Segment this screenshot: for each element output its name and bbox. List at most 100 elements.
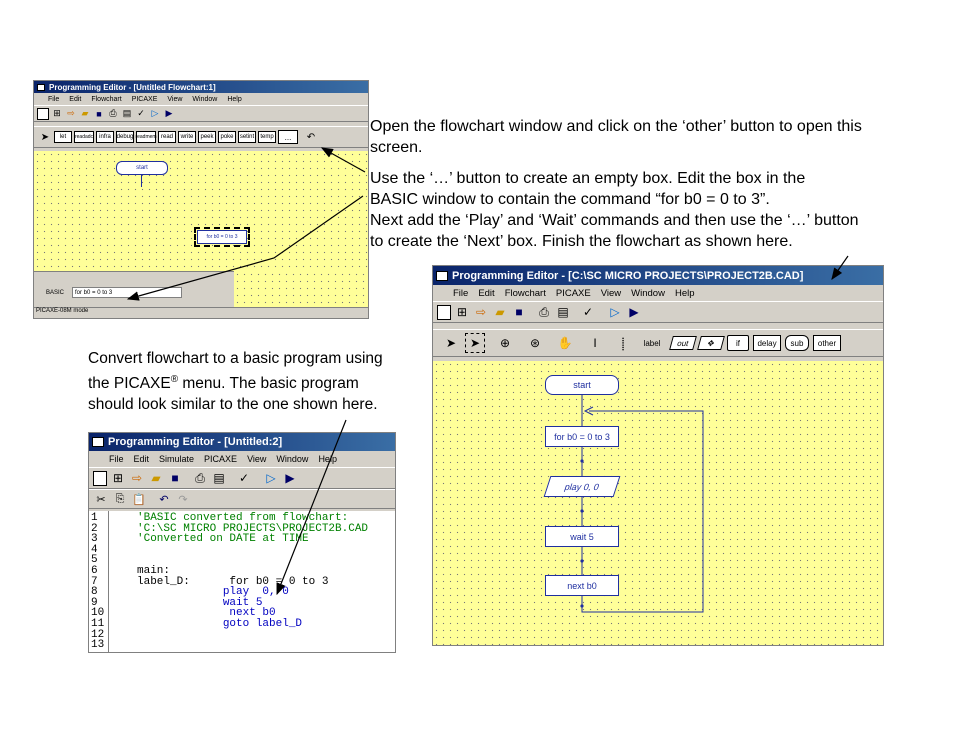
menu-help[interactable]: Help <box>227 95 242 103</box>
cut-icon[interactable]: ✂ <box>96 493 106 506</box>
menu-window[interactable]: Window <box>631 287 665 299</box>
flow-for-box[interactable]: for b0 = 0 to 3 <box>194 227 250 247</box>
pointer-icon[interactable]: ➤ <box>445 336 457 350</box>
open-icon[interactable]: ▰ <box>81 108 89 118</box>
flowchart-icon[interactable]: ⊞ <box>53 108 61 118</box>
flow-play-box[interactable]: play 0, 0 <box>543 476 621 497</box>
flow-for-box[interactable]: for b0 = 0 to 3 <box>545 426 619 447</box>
flowchart-icon[interactable]: ⊞ <box>112 471 124 485</box>
spellcheck-icon[interactable]: ✓ <box>238 471 250 485</box>
cmd-debug[interactable]: debug <box>116 131 134 143</box>
scrollbar[interactable] <box>34 271 234 279</box>
open-flowchart-icon[interactable]: ⇨ <box>131 471 143 485</box>
code-line[interactable]: 10 next b0 <box>89 608 276 619</box>
copy-icon[interactable]: ⎘ <box>115 492 125 505</box>
menu-file[interactable]: File <box>453 287 469 299</box>
cmd-peek[interactable]: peek <box>198 131 216 143</box>
cmd-readadc[interactable]: readadc <box>74 131 94 143</box>
run-icon[interactable]: ▷ <box>151 108 159 118</box>
menu-view[interactable]: View <box>167 95 183 103</box>
cmd-temp[interactable]: temp <box>258 131 276 143</box>
cmd-sub[interactable]: sub <box>785 335 809 351</box>
text-cursor-icon[interactable]: I <box>593 336 597 350</box>
cmd-write[interactable]: write <box>178 131 196 143</box>
pointer-icon[interactable]: ➤ <box>40 131 50 143</box>
paste-icon[interactable]: 📋 <box>132 493 146 506</box>
menu-flowchart[interactable]: Flowchart <box>91 95 122 103</box>
print-icon[interactable]: ⎙ <box>539 304 549 319</box>
redo-icon[interactable]: ↷ <box>178 493 188 506</box>
new-icon[interactable] <box>437 304 451 320</box>
zoom-icon[interactable]: ⊕ <box>499 336 511 350</box>
open-icon[interactable]: ▰ <box>151 471 161 485</box>
print-icon[interactable]: ⎙ <box>195 470 205 485</box>
code-line[interactable]: 12 <box>89 629 137 641</box>
menu-edit[interactable]: Edit <box>478 287 495 299</box>
open-flowchart-icon[interactable]: ⇨ <box>475 305 487 319</box>
cmd-read[interactable]: read <box>158 131 176 143</box>
zoom-region-icon[interactable]: ⊛ <box>529 336 541 350</box>
menu-window[interactable]: Window <box>276 454 309 464</box>
flowchart-icon[interactable]: ⊞ <box>456 305 468 319</box>
menu-flowchart[interactable]: Flowchart <box>504 287 546 299</box>
flowchart-canvas[interactable]: start for b0 = 0 to 3 play 0, 0 wait 5 n… <box>433 361 883 645</box>
cmd-let[interactable]: let <box>54 131 72 143</box>
cmd-ellipsis[interactable]: ... <box>278 130 298 144</box>
select-icon[interactable]: ➤ <box>465 333 485 353</box>
spellcheck-icon[interactable]: ✓ <box>137 108 145 118</box>
line-icon[interactable]: ⸽ <box>621 336 625 351</box>
options-icon[interactable]: ▤ <box>557 305 569 319</box>
options-icon[interactable]: ▤ <box>213 471 225 485</box>
play-icon[interactable]: ▶ <box>165 108 173 118</box>
new-icon[interactable] <box>93 470 107 486</box>
menu-picaxe[interactable]: PICAXE <box>131 95 158 103</box>
run-icon[interactable]: ▷ <box>610 305 620 319</box>
basic-input[interactable]: for b0 = 0 to 3 <box>72 287 183 298</box>
save-icon[interactable]: ■ <box>515 305 523 319</box>
options-icon[interactable]: ▤ <box>122 108 132 118</box>
print-icon[interactable]: ⎙ <box>109 108 117 118</box>
flow-wait-box[interactable]: wait 5 <box>545 526 619 547</box>
cmd-setint[interactable]: setint <box>238 131 256 143</box>
menu-picaxe[interactable]: PICAXE <box>204 454 238 464</box>
cmd-readmem[interactable]: readmem <box>135 131 157 143</box>
menu-help[interactable]: Help <box>318 454 337 464</box>
cmd-delay[interactable]: delay <box>753 335 781 351</box>
code-editor[interactable]: 1'BASIC converted from flowchart:2'C:\SC… <box>89 511 395 652</box>
flow-next-box[interactable]: next b0 <box>545 575 619 596</box>
play-icon[interactable]: ▶ <box>629 305 639 319</box>
cmd-if[interactable]: if <box>727 335 749 351</box>
flow-start-box[interactable]: start <box>545 375 619 395</box>
menu-view[interactable]: View <box>600 287 622 299</box>
new-icon[interactable] <box>37 107 49 120</box>
menu-help[interactable]: Help <box>674 287 695 299</box>
menu-view[interactable]: View <box>247 454 267 464</box>
play-icon[interactable]: ▶ <box>285 471 295 485</box>
cmd-out[interactable]: out <box>669 336 697 350</box>
menu-window[interactable]: Window <box>192 95 218 103</box>
cmd-label[interactable]: label <box>643 338 661 348</box>
menu-file[interactable]: File <box>48 95 60 103</box>
undo-icon[interactable]: ↶ <box>159 493 169 506</box>
flowchart-canvas[interactable]: start for b0 = 0 to 3 <box>34 151 368 271</box>
save-icon[interactable]: ■ <box>96 108 102 119</box>
code-line[interactable]: 4 <box>89 544 137 556</box>
code-line[interactable]: 5 <box>89 555 137 566</box>
menu-picaxe[interactable]: PICAXE <box>555 287 591 299</box>
menu-edit[interactable]: Edit <box>69 95 82 103</box>
flow-start-box[interactable]: start <box>116 161 168 175</box>
save-icon[interactable]: ■ <box>171 471 179 485</box>
cmd-other[interactable]: other <box>813 335 841 351</box>
undo-icon[interactable]: ↶ <box>306 131 316 143</box>
spellcheck-icon[interactable]: ✓ <box>582 305 594 319</box>
menu-file[interactable]: File <box>109 454 124 464</box>
menu-simulate[interactable]: Simulate <box>159 454 195 464</box>
code-line[interactable]: 9 wait 5 <box>89 597 262 609</box>
cmd-poke[interactable]: poke <box>218 131 236 143</box>
cmd-infra[interactable]: infra <box>96 131 114 143</box>
open-icon[interactable]: ▰ <box>495 305 505 319</box>
open-flowchart-icon[interactable]: ⇨ <box>67 108 75 118</box>
pan-icon[interactable]: ✋ <box>557 336 573 350</box>
code-line[interactable]: 11 goto label_D <box>89 619 302 630</box>
